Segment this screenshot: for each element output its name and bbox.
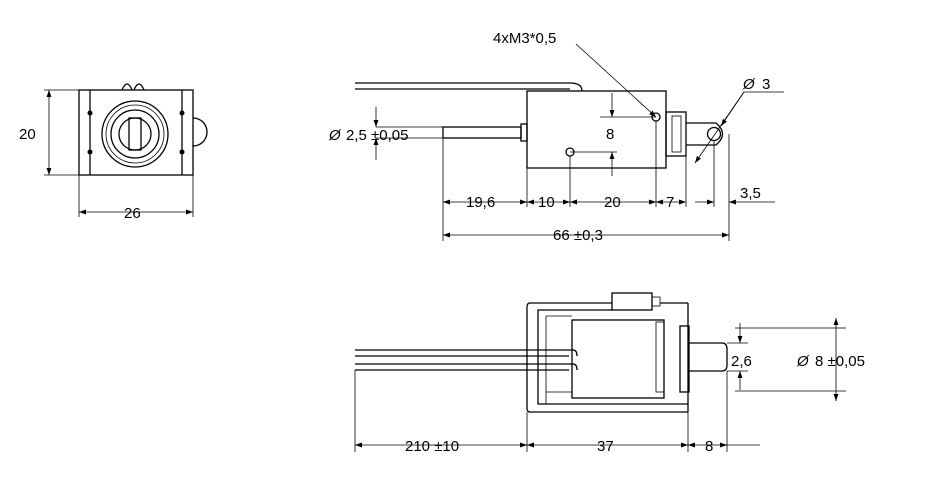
bottom-end-flange bbox=[655, 321, 665, 393]
front-height-label: 20 bbox=[19, 126, 36, 143]
side-plunger bbox=[442, 126, 522, 139]
pin-diameter-label: 3 bbox=[762, 76, 770, 93]
bottom-diameter-symbol: Ø bbox=[796, 353, 810, 370]
front-mount-hole-bl bbox=[87, 149, 93, 155]
front-plunger-slot bbox=[128, 117, 142, 151]
body-length-label: 37 bbox=[597, 438, 614, 455]
bottom-wire-upper-1 bbox=[355, 349, 578, 357]
front-mount-hole-br bbox=[179, 149, 185, 155]
dim-label-c: 20 bbox=[604, 194, 621, 211]
front-view: 20 26 bbox=[19, 83, 208, 222]
side-end-flange bbox=[671, 115, 682, 153]
thread-leader bbox=[575, 43, 657, 118]
side-plunger-collar bbox=[520, 123, 528, 142]
dim-label-e: 3,5 bbox=[740, 185, 761, 202]
total-length-label: 66 ±0,3 bbox=[553, 227, 603, 244]
dim-label-a: 19,6 bbox=[466, 194, 495, 211]
front-mount-hole-tr bbox=[179, 110, 185, 116]
bottom-coil-body bbox=[571, 319, 665, 399]
bottom-wire-lower-1 bbox=[355, 363, 578, 371]
bottom-view: 2,6 Ø 8 ±0,05 210 ±10 37 8 bbox=[354, 292, 865, 455]
pin-diameter-symbol: Ø bbox=[742, 76, 756, 93]
front-width-label: 26 bbox=[124, 205, 141, 222]
thread-label: 4xM3*0,5 bbox=[493, 30, 556, 47]
bottom-frame-outer bbox=[526, 302, 688, 413]
front-side-tab bbox=[192, 117, 208, 147]
side-housing bbox=[526, 90, 667, 169]
bottom-frame-inner bbox=[537, 309, 688, 405]
bottom-end-cap bbox=[679, 325, 690, 393]
front-coil-outer bbox=[101, 100, 169, 168]
pin-diameter-leader-b bbox=[720, 91, 745, 127]
front-bobbin bbox=[110, 109, 160, 159]
front-housing bbox=[78, 89, 194, 176]
side-pin-end bbox=[686, 122, 724, 146]
bottom-top-bump-tab bbox=[651, 296, 661, 307]
dim-label-b: 10 bbox=[538, 194, 555, 211]
front-coil-ring bbox=[105, 104, 165, 164]
bottom-shaft bbox=[689, 342, 728, 372]
side-view: 4xM3*0,5 Ø 3 Ø 2,5 ±0,05 8 19,6 10 bbox=[328, 30, 784, 244]
front-wire-loops bbox=[121, 83, 145, 91]
wire-length-label: 210 ±10 bbox=[405, 438, 459, 455]
plunger-diameter-symbol: Ø bbox=[328, 127, 342, 144]
front-mount-hole-tl bbox=[87, 110, 93, 116]
offset-label: 2,6 bbox=[731, 353, 752, 370]
hole-spacing-label: 8 bbox=[606, 126, 614, 143]
bottom-diameter-label: 8 ±0,05 bbox=[815, 353, 865, 370]
side-wire-upper bbox=[355, 82, 583, 92]
plunger-diameter-label: 2,5 ±0,05 bbox=[346, 127, 408, 144]
shaft-length-label: 8 bbox=[705, 438, 713, 455]
front-plunger bbox=[118, 117, 152, 151]
bottom-top-bump bbox=[611, 292, 653, 311]
dim-label-d: 7 bbox=[666, 194, 674, 211]
side-end-plate bbox=[665, 111, 687, 157]
